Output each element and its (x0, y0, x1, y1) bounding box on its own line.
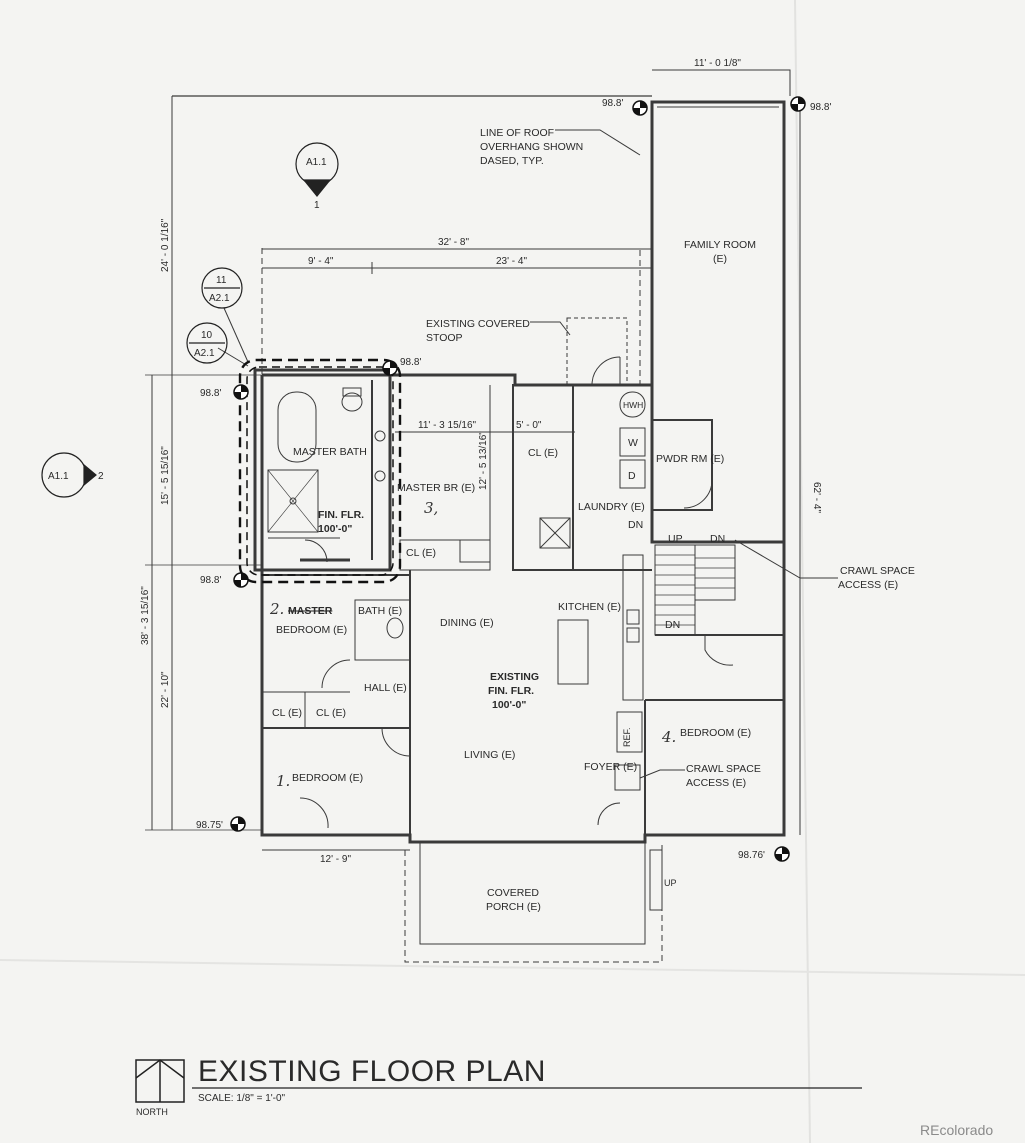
roof-note-1: LINE OF ROOF (480, 127, 554, 139)
handwritten-2: 2. (269, 600, 284, 618)
watermark: REcolorado (920, 1122, 993, 1138)
tag-a11-left-num: 2 (98, 471, 104, 482)
plan-title: EXISTING FLOOR PLAN (198, 1055, 546, 1088)
dim-22-10: 22' - 10" (160, 671, 171, 708)
tag-a11-left: A1.1 (48, 471, 69, 482)
tag-11-sheet: A2.1 (209, 293, 230, 304)
fin-flr-value: 100'-0" (318, 523, 352, 535)
porch-up: UP (664, 878, 677, 888)
crawl-bot-1: CRAWL SPACE (686, 763, 761, 775)
ref-label: REF. (622, 727, 632, 747)
room-kitchen: KITCHEN (E) (558, 601, 621, 613)
elev-6: 98.75' (196, 820, 223, 831)
handwritten-1: 1. (276, 772, 290, 790)
roof-note-3: DASED, TYP. (480, 155, 544, 167)
room-bedroom2: BEDROOM (E) (276, 624, 347, 636)
dim-38-3-15-16: 38' - 3 15/16" (140, 586, 151, 645)
room-bedroom1: BEDROOM (E) (292, 772, 363, 784)
detail-tag-10-icon (186, 322, 228, 364)
existing-fin-flr-2: FIN. FLR. (488, 685, 534, 697)
dim-24-0-1-16: 24' - 0 1/16" (160, 218, 171, 272)
room-family: FAMILY ROOM (684, 239, 756, 251)
tag-10-sheet: A2.1 (194, 348, 215, 359)
room-pwdr: PWDR RM (E) (656, 453, 724, 465)
existing-fin-flr-3: 100'-0" (492, 699, 526, 711)
existing-fin-flr-1: EXISTING (490, 671, 539, 683)
dim-62-4: 62' - 4" (811, 482, 822, 513)
family-room-walls (650, 100, 786, 544)
room-cl-b: CL (E) (316, 707, 346, 719)
room-cl-upper: CL (E) (406, 547, 436, 559)
room-cl-a: CL (E) (272, 707, 302, 719)
tag-10: 10 (201, 330, 213, 341)
tag-a11-top: A1.1 (306, 157, 327, 168)
crawl-top-2: ACCESS (E) (838, 579, 898, 591)
stair-dn-3: DN (665, 619, 680, 631)
dim-23-4: 23' - 4" (496, 256, 527, 267)
room-master-br: MASTER BR (E) (397, 482, 475, 494)
elev-5: 98.8' (200, 575, 221, 586)
fin-flr-label: FIN. FLR. (318, 509, 364, 521)
room-porch-1: COVERED (487, 887, 539, 899)
elevation-marker-icon (230, 96, 806, 862)
elev-4: 98.8' (200, 388, 221, 399)
elev-1: 98.8' (602, 98, 623, 109)
room-foyer: FOYER (E) (584, 761, 637, 773)
room-hall: HALL (E) (364, 682, 407, 694)
stair-dn-1: DN (710, 533, 725, 545)
handwritten-4: 4. (661, 728, 676, 746)
dim-15-5-15-16: 15' - 5 15/16" (160, 446, 171, 505)
dim-12-5-13-16: 12' - 5 13/16" (478, 431, 489, 490)
north-arrow-icon (135, 1059, 185, 1103)
handwritten-master-struck: MASTER (288, 605, 333, 617)
roof-note-2: OVERHANG SHOWN (480, 141, 583, 153)
stair-up: UP (668, 533, 683, 545)
dim-11-0-1-8: 11' - 0 1/8" (694, 58, 741, 69)
washer-label: W (628, 437, 638, 449)
room-family-e: (E) (713, 253, 727, 265)
detail-tag-11-icon (201, 267, 243, 309)
dim-5-0: 5' - 0" (516, 420, 542, 431)
handwritten-3: 3, (424, 499, 438, 517)
room-master-bath: MASTER BATH (293, 446, 367, 458)
room-cl-small: CL (E) (528, 447, 558, 459)
dim-9-4: 9' - 4" (308, 256, 334, 267)
hwh-label: HWH (623, 400, 643, 410)
crawl-top-1: CRAWL SPACE (840, 565, 915, 577)
tag-a11-top-num: 1 (314, 200, 320, 211)
dim-12-9: 12' - 9" (320, 854, 351, 865)
crawl-bot-2: ACCESS (E) (686, 777, 746, 789)
tag-11: 11 (216, 275, 227, 286)
dim-32-8: 32' - 8" (438, 237, 469, 248)
stoop-label-1: EXISTING COVERED (426, 318, 530, 330)
room-porch-2: PORCH (E) (486, 901, 541, 913)
master-suite-highlight (238, 358, 402, 584)
room-living: LIVING (E) (464, 749, 515, 761)
dryer-label: D (628, 470, 636, 482)
stoop-label-2: STOOP (426, 332, 463, 344)
elev-7: 98.76' (738, 850, 765, 861)
room-dining: DINING (E) (440, 617, 494, 629)
stair-dn-2: DN (628, 519, 643, 531)
elev-2: 98.8' (810, 102, 831, 113)
dim-11-3-15-16: 11' - 3 15/16" (418, 420, 477, 431)
north-label: NORTH (136, 1107, 168, 1117)
plan-scale: SCALE: 1/8" = 1'-0" (198, 1093, 286, 1104)
elev-3: 98.8' (400, 357, 421, 368)
room-laundry: LAUNDRY (E) (578, 501, 645, 513)
room-bedroom4: BEDROOM (E) (680, 727, 751, 739)
room-bath: BATH (E) (358, 605, 402, 617)
